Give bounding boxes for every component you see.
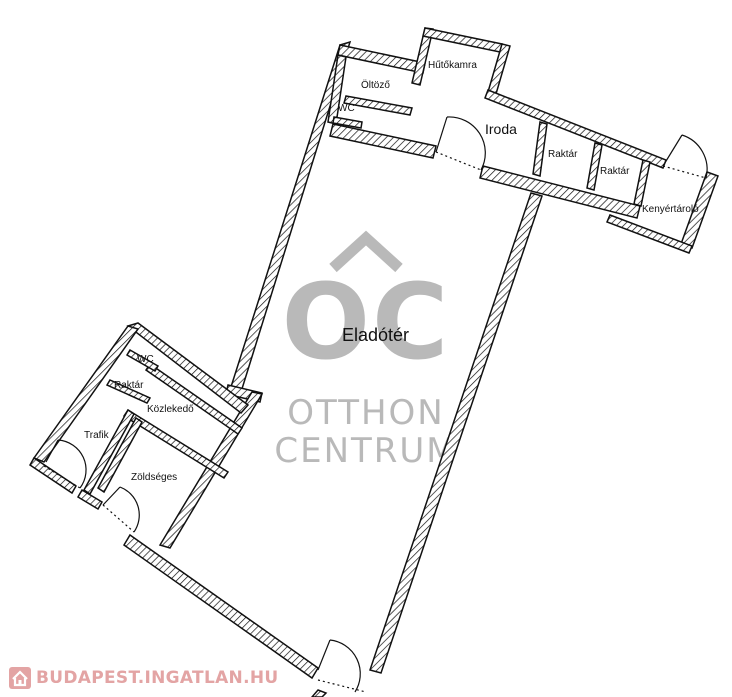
wall-raktar-sep-2	[586, 142, 603, 191]
wall-kenyer-right	[680, 171, 719, 249]
wall-main-right	[369, 192, 543, 674]
label-hutokamra: Hűtőkamra	[428, 60, 477, 71]
watermark-line-2: CENTRUM	[274, 431, 457, 471]
label-oltozo: Öltöző	[361, 79, 390, 91]
wall-raktar-sep-1	[532, 121, 548, 177]
door-iroda	[435, 116, 486, 171]
wall-raktar-left-sep	[105, 379, 152, 404]
wall-trafik-right	[83, 408, 135, 496]
watermark-roof	[329, 230, 403, 273]
door-trafik	[43, 439, 87, 489]
door-kenyertarolo	[662, 134, 708, 179]
walls	[29, 27, 719, 697]
label-wc-top: WC	[338, 103, 355, 114]
wall-left-top	[126, 322, 250, 415]
label-kozlekedo: Közlekedő	[147, 404, 194, 415]
wall-hutokamra-top	[422, 27, 503, 53]
wall-kenyer-bottom	[606, 214, 693, 254]
label-iroda: Iroda	[485, 121, 517, 137]
label-raktar-2: Raktár	[600, 166, 630, 177]
wall-top-right	[484, 89, 667, 169]
wall-wc-bottom	[332, 116, 363, 129]
wall-main-bottom-right	[311, 689, 328, 697]
wall-kozl-top	[144, 362, 244, 436]
wall-left-bottom	[29, 456, 77, 495]
footer-site-text: BUDAPEST.INGATLAN.HU	[36, 668, 279, 688]
label-zoldseges: Zöldséges	[131, 472, 177, 483]
house-icon	[9, 667, 31, 689]
label-kenyertarolo: Kenyértároló	[642, 204, 699, 215]
label-eladoter: Eladótér	[342, 325, 409, 345]
label-raktar-left: Raktár	[114, 380, 144, 391]
door-main-entrance	[317, 639, 367, 693]
door-zoldseges	[102, 486, 140, 533]
wall-wc-left-sep	[125, 348, 160, 373]
doors	[43, 116, 708, 693]
label-raktar-1: Raktár	[548, 149, 578, 160]
wall-left-left	[32, 325, 140, 463]
watermark-monogram: OC	[282, 261, 451, 383]
wall-oltozo-bottom	[343, 95, 413, 116]
wall-zold-top	[97, 416, 143, 494]
wall-main-top-left	[329, 123, 437, 159]
wall-raktar-sep-3	[633, 159, 651, 207]
label-wc-left: WC	[137, 354, 154, 365]
wall-left-bottom-2	[76, 488, 104, 511]
footer-watermark: BUDAPEST.INGATLAN.HU	[6, 664, 283, 692]
label-trafik: Trafik	[84, 430, 110, 441]
wall-main-top-right	[479, 165, 641, 219]
wall-main-bottom	[122, 533, 320, 680]
wall-top-upper	[337, 44, 426, 74]
room-labels: Hűtőkamra Öltöző WC Iroda Raktár Raktár …	[84, 60, 699, 483]
watermark-line-1: OTTHON	[287, 393, 444, 433]
watermark-logo: OC OTTHON CENTRUM	[274, 230, 457, 471]
